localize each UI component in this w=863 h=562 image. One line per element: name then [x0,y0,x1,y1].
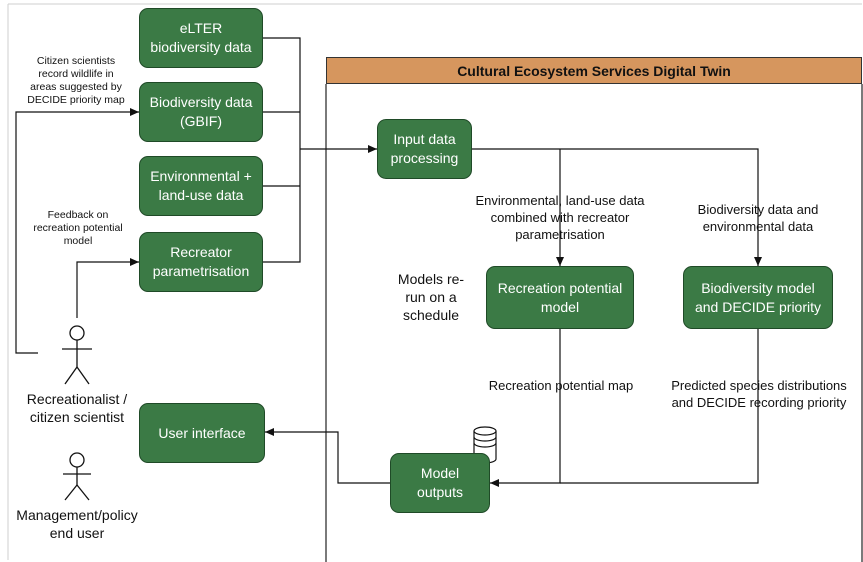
feedback-note: Feedback on recreation potential model [33,209,123,247]
models-rerun-label: Models re- run on a schedule [397,271,465,323]
digital-twin-title: Cultural Ecosystem Services Digital Twin [326,57,862,84]
recreator-parametrisation-node: Recreator parametrisation [139,232,263,292]
source-bus-line [263,37,301,263]
recreation-potential-map-label: Recreation potential map [488,378,634,393]
input-to-biodiversity-arrow [472,148,762,266]
recreation-to-outputs-arrow [490,329,561,487]
predicted-species-label: Predicted species distributions and DECI… [671,378,847,410]
environmental-landuse-node: Environmental + land-use data [139,156,263,216]
recreationalist-actor-label: Recreationalist / citizen scientist [26,391,128,425]
input-data-processing-node: Input data processing [377,119,472,179]
feedback-to-recreator-arrow [76,258,139,318]
environmental-combined-label: Environmental, land-use data combined wi… [475,193,645,242]
outputs-to-ui-arrow [265,428,390,484]
model-outputs-node: Model outputs [390,453,490,513]
recreationalist-figure-icon [62,325,92,385]
management-figure-icon [63,452,91,501]
recreation-potential-model-node: Recreation potential model [486,266,634,329]
user-interface-node: User interface [139,403,265,463]
citizen-to-gbif-arrow [15,108,139,354]
management-actor-label: Management/policy end user [16,507,138,541]
biodiversity-to-outputs-line [560,329,759,484]
biodiversity-environmental-label: Biodiversity data and environmental data [697,202,819,234]
elter-biodiversity-node: eLTER biodiversity data [139,8,263,68]
citizen-scientists-note: Citizen scientists record wildlife in ar… [27,55,125,106]
gbif-biodiversity-node: Biodiversity data (GBIF) [139,82,263,142]
biodiversity-model-node: Biodiversity model and DECIDE priority [683,266,833,329]
